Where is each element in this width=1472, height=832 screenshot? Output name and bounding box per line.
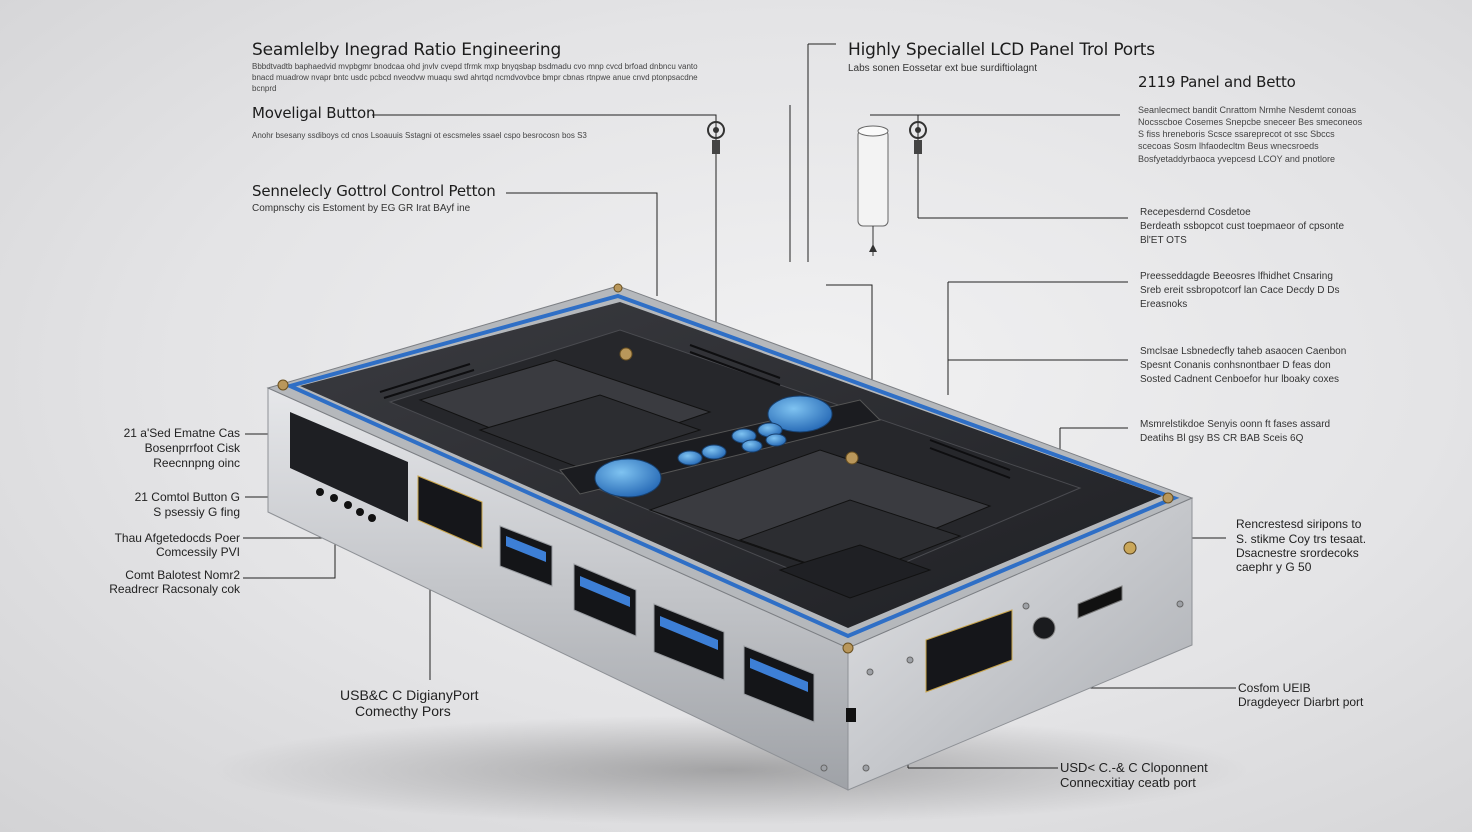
label-r6-line2: S. stikme Coy trs tesaat. — [1236, 532, 1367, 546]
usb-port-4[interactable] — [743, 645, 815, 723]
label-r4-line3: Sosted Cadnent Cenboefor hur lboaky coxe… — [1140, 374, 1340, 385]
callout-connector-icons — [707, 121, 927, 256]
label-usbc-mid-line2: Comecthy Pors — [355, 703, 451, 719]
displayport-side[interactable] — [925, 609, 1013, 693]
label-l1-line1: 21 a'Sed Ematne Cas — [123, 426, 240, 440]
label-r3-line1: Preesseddagde Beeosres lfhidhet Cnsaring — [1140, 271, 1333, 282]
label-integrated-engineering-body: Bbbdtvadtb baphaedvid mvpbgmr bnodcaa oh… — [252, 62, 698, 93]
label-r2-line1: Recepesdernd Cosdetoe — [1140, 207, 1251, 218]
label-lcd-panel-body: Labs sonen Eossetar ext bue surdiftiolag… — [848, 63, 1038, 74]
label-l2-line1: 21 Comtol Button G — [134, 490, 240, 504]
blue-trim — [284, 293, 1180, 639]
kensington-slot — [846, 708, 856, 722]
label-l4-line1: Comt Balotest Nomr2 — [125, 568, 240, 582]
label-l1-line3: Reecnnpng oinc — [153, 456, 240, 470]
label-uceb-line1: Cosfom UEIB — [1238, 681, 1311, 695]
label-control-button-title: Sennelecly Gottrol Control Petton — [252, 182, 496, 200]
left-port-cluster — [290, 412, 408, 522]
label-r6-line3: Dsacnestre srordecoks — [1236, 546, 1359, 560]
audio-jack[interactable] — [1032, 616, 1056, 640]
chassis — [266, 283, 1194, 791]
label-r3-line2: Sreb ereit ssbropotcorf lan Cace Decdy D… — [1140, 285, 1340, 296]
label-l3-line1: Thau Afgetedocds Poer — [114, 531, 240, 545]
label-r2-line3: Bl'ET OTS — [1140, 235, 1187, 246]
label-usbc-mid-line1: USB&C C DigianyPort — [340, 687, 479, 703]
label-integrated-engineering-title: Seamlelby Inegrad Ratio Engineering — [252, 40, 562, 60]
label-moveligal-title: Moveligal Button — [252, 104, 376, 122]
hdmi-port-front[interactable] — [417, 475, 483, 549]
front-ports — [290, 412, 815, 723]
label-lcd-panel-title: Highly Speciallel LCD Panel Trol Ports — [848, 40, 1155, 60]
usb-port-2[interactable] — [573, 563, 637, 637]
key-row[interactable] — [677, 422, 787, 466]
label-usbc-bottom-line2: Connecxitiay ceatb port — [1060, 775, 1196, 790]
device-shadow — [210, 715, 1250, 825]
label-panel-and-betto-title: 2119 Panel and Betto — [1138, 73, 1296, 91]
usb-c-port[interactable] — [1077, 585, 1123, 619]
side-ports — [820, 541, 1184, 772]
label-r3-line3: Ereasnoks — [1140, 299, 1188, 310]
label-r6-line4: caephr y G 50 — [1236, 560, 1312, 574]
label-r4-line1: Smclsae Lsbnedecfly taheb asaocen Caenbo… — [1140, 346, 1347, 357]
label-r4-line2: Spesnt Conanis conhsnontbaer D feas don — [1140, 360, 1331, 371]
usb-port-1[interactable] — [499, 525, 553, 587]
label-uceb-line2: Dragdeyecr Diarbrt port — [1238, 695, 1364, 709]
label-r5-line2: Deatihs Bl gsy BS CR BAB Sceis 6Q — [1140, 433, 1304, 444]
label-usbc-bottom-line1: USD< C.-& C Cloponnent — [1060, 760, 1208, 775]
label-l4-line2: Readrecr Racsonaly cok — [109, 582, 240, 596]
tray-2 — [478, 394, 702, 469]
label-control-button-body: Compnschy cis Estoment by EG GR Irat BAy… — [252, 203, 471, 214]
label-r2-line2: Berdeath ssbopcot cust toepmaeor of cpso… — [1140, 221, 1345, 232]
label-panel-and-betto-body: Seanlecmect bandit Cnrattom Nrmhe Nesdem… — [1138, 105, 1363, 164]
label-r5-line1: Msmrelstikdoe Senyis oonn ft fases assar… — [1140, 419, 1331, 430]
label-l1-line2: Bosenprrfoot Cisk — [144, 441, 240, 455]
label-moveligal-body: Anohr bsesany ssdiboys cd cnos Lsoauuis … — [252, 131, 587, 140]
round-button-right[interactable] — [767, 395, 833, 433]
label-r6-line1: Rencrestesd siripons to — [1236, 517, 1362, 531]
label-l3-line2: Comcessily PVI — [155, 545, 240, 559]
label-l2-line2: S psessiy G fing — [153, 505, 240, 519]
round-button-left[interactable] — [594, 458, 662, 498]
usb-port-3[interactable] — [653, 603, 725, 681]
